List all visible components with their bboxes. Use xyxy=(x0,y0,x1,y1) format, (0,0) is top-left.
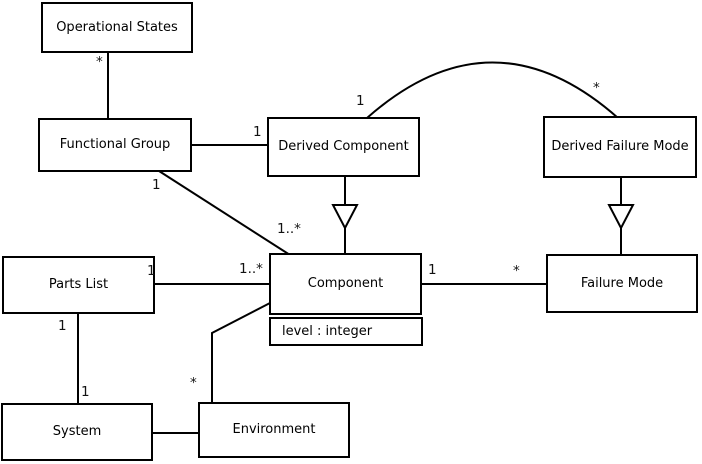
class-attribute-compartment-component: level : integer xyxy=(269,317,423,346)
edge-derived-component-derived-failure-mode-arc xyxy=(366,61,619,119)
multiplicity-label: 1 xyxy=(356,93,365,109)
class-box-environment: Environment xyxy=(198,402,350,458)
class-box-parts-list: Parts List xyxy=(2,256,155,314)
multiplicity-label: 1 xyxy=(253,124,262,140)
multiplicity-label: 1 xyxy=(428,262,437,278)
class-box-operational-states: Operational States xyxy=(41,2,193,53)
multiplicity-label: 1 xyxy=(152,177,161,193)
class-box-derived-component: Derived Component xyxy=(267,117,420,177)
multiplicity-label: 1..* xyxy=(277,221,301,237)
class-label: Component xyxy=(307,276,384,292)
class-box-component: Component xyxy=(269,253,422,315)
generalization-triangle-icon xyxy=(331,204,359,231)
class-label: Functional Group xyxy=(59,137,171,153)
multiplicity-label: * xyxy=(96,54,103,70)
class-box-failure-mode: Failure Mode xyxy=(546,254,698,313)
class-box-system: System xyxy=(1,403,153,461)
class-label: System xyxy=(52,424,102,440)
class-label: Environment xyxy=(232,422,316,438)
class-label: Parts List xyxy=(48,277,109,293)
class-label: Failure Mode xyxy=(580,275,664,291)
generalization-triangle-icon xyxy=(607,204,635,231)
multiplicity-label: 1 xyxy=(81,384,90,400)
class-label: Derived Component xyxy=(278,139,409,155)
class-label: Operational States xyxy=(56,19,178,35)
edge-environment-component xyxy=(211,302,271,404)
class-box-derived-failure-mode: Derived Failure Mode xyxy=(543,116,697,178)
multiplicity-label: 1..* xyxy=(239,261,263,277)
multiplicity-label: 1 xyxy=(147,263,156,279)
class-label: Derived Failure Mode xyxy=(551,139,689,155)
class-attribute: level : integer xyxy=(282,323,373,339)
multiplicity-label: 1 xyxy=(58,318,67,334)
multiplicity-label: * xyxy=(513,263,520,279)
class-box-functional-group: Functional Group xyxy=(38,118,192,172)
multiplicity-label: * xyxy=(190,375,197,391)
multiplicity-label: * xyxy=(593,80,600,96)
edge-functional-group-component xyxy=(158,170,291,256)
